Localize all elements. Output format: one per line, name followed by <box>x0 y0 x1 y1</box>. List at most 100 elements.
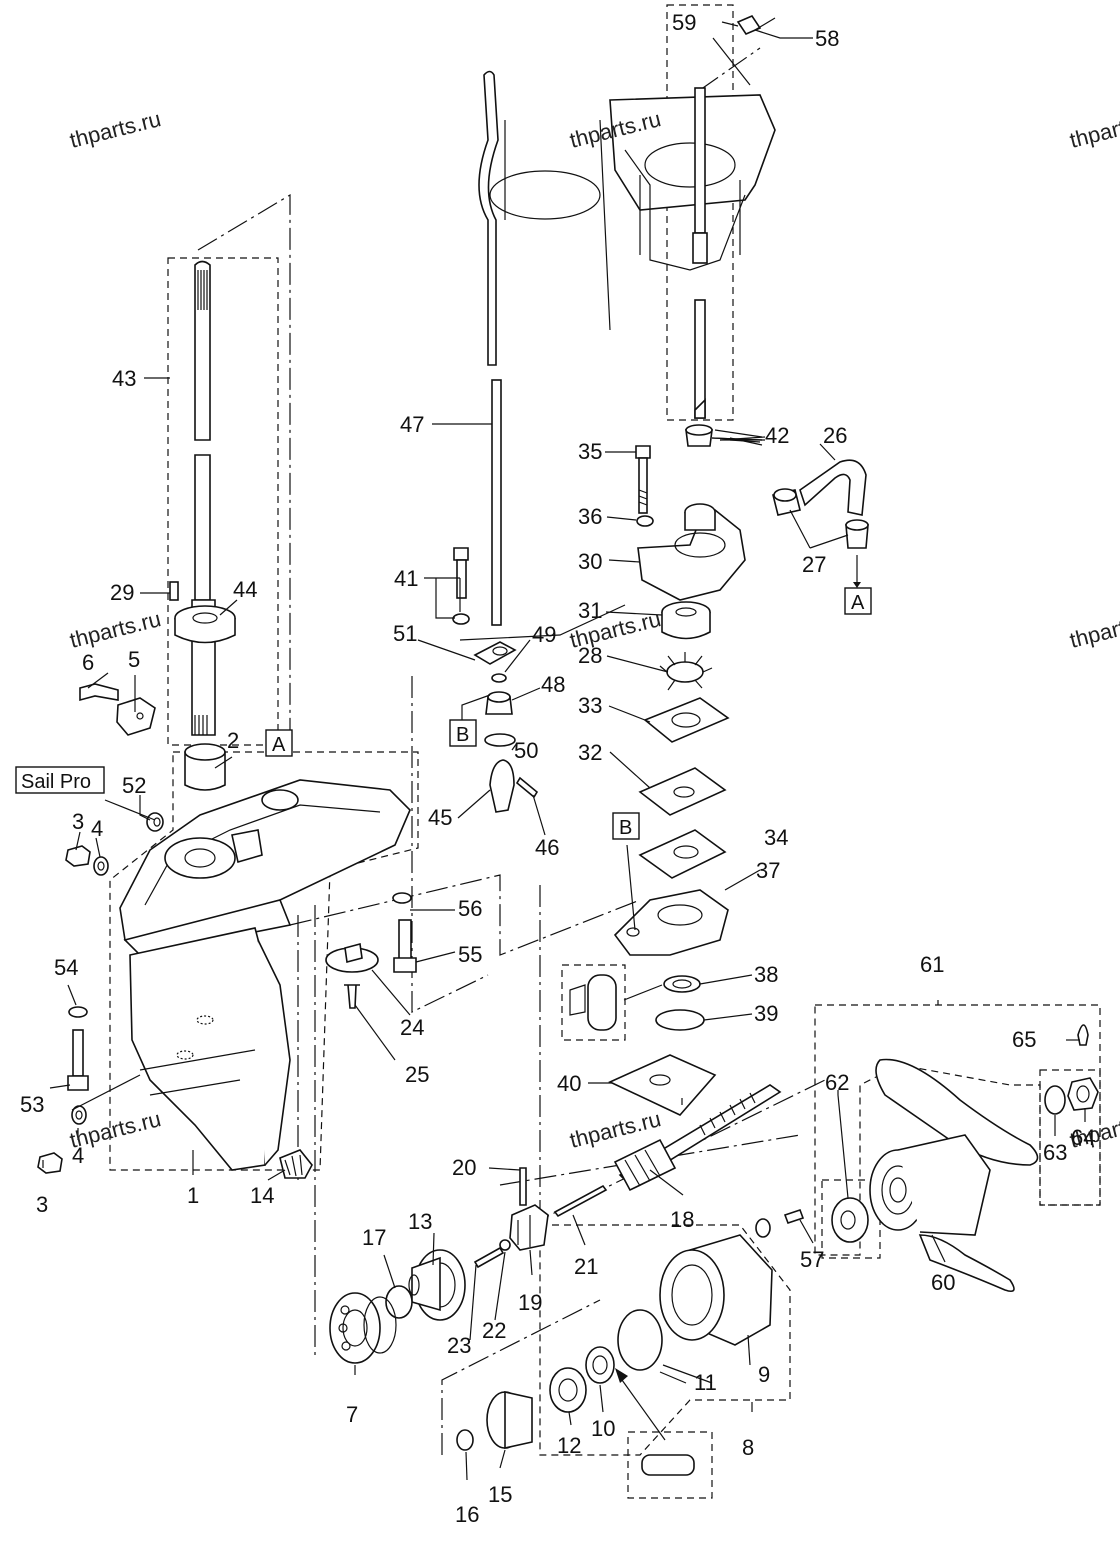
ref-a-right-badge: A <box>844 582 872 615</box>
hose-26 <box>799 459 867 516</box>
part-label-1: 1 <box>187 1183 199 1208</box>
part-label-11: 11 <box>694 1370 717 1395</box>
part-label-53: 53 <box>20 1092 44 1117</box>
part-label-27: 27 <box>802 552 826 577</box>
shift-rod-box <box>666 4 734 421</box>
cotter-pin-65 <box>1077 1024 1089 1046</box>
part-label-30: 30 <box>578 549 602 574</box>
part-label-24: 24 <box>400 1015 424 1040</box>
drain-plugs-3 <box>37 845 91 1174</box>
sail-pro-badge: Sail Pro <box>15 766 105 794</box>
part-label-59: 59 <box>672 10 696 35</box>
part-label-60: 60 <box>931 1270 955 1295</box>
watermark: thparts.ru <box>67 106 163 153</box>
part-label-19: 19 <box>518 1290 542 1315</box>
cam-45 <box>489 759 515 813</box>
part-label-7: 7 <box>346 1402 358 1427</box>
bolt-6-and-block-5 <box>79 683 156 736</box>
seal-detail-cylinders <box>569 974 663 1031</box>
part-label-17: 17 <box>362 1225 386 1250</box>
part-label-25: 25 <box>405 1062 429 1087</box>
impeller-28 <box>659 652 713 691</box>
part-label-29: 29 <box>110 580 134 605</box>
insert-37 <box>613 889 729 956</box>
gasket-34 <box>638 829 727 879</box>
part-label-46: 46 <box>535 835 559 860</box>
ref-b-right-badge: B <box>612 812 640 840</box>
pinion-gear-14 <box>279 1149 313 1179</box>
part-label-16: 16 <box>455 1502 479 1527</box>
washer-41b <box>452 613 470 625</box>
drive-shaft-group-box <box>167 257 279 746</box>
part-label-31: 31 <box>578 598 602 623</box>
screw-25 <box>344 984 360 1009</box>
part-label-14: 14 <box>250 1183 274 1208</box>
o-ring-50 <box>484 733 516 747</box>
o-ring-49 <box>491 673 507 683</box>
part-label-8: 8 <box>742 1435 754 1460</box>
seal-10 <box>585 1346 615 1384</box>
bearing-44 <box>174 605 236 644</box>
shim-17 <box>385 1285 413 1319</box>
part-label-3: 3 <box>72 809 84 834</box>
propeller-group-box <box>814 1004 1101 1256</box>
part-label-37: 37 <box>756 858 780 883</box>
bushing-2 <box>184 743 226 791</box>
part-label-52: 52 <box>122 773 146 798</box>
ref-b-left-badge: B <box>449 719 477 747</box>
part-label-56: 56 <box>458 896 482 921</box>
part-label-28: 28 <box>578 643 602 668</box>
reverse-gear-15 <box>486 1391 533 1449</box>
part-label-58: 58 <box>815 26 839 51</box>
part-label-65: 65 <box>1012 1027 1036 1052</box>
watermark: thparts.ru <box>1067 106 1120 153</box>
shift-rod-upper <box>692 87 708 419</box>
bearing-7 <box>329 1292 397 1364</box>
part-label-42: 42 <box>765 423 789 448</box>
seal-38 <box>663 975 701 993</box>
seal-detail-box-2 <box>627 1431 713 1499</box>
watermark: thparts.ru <box>67 606 163 653</box>
part-label-62: 62 <box>825 1070 849 1095</box>
bolt-53 <box>67 1029 89 1091</box>
part-label-43: 43 <box>112 366 136 391</box>
o-ring-11 <box>617 1309 663 1371</box>
shift-lever-24 <box>325 942 379 973</box>
pin-20 <box>519 1167 527 1206</box>
ref-a-top-badge: A <box>265 729 293 757</box>
spring-21 <box>553 1184 608 1218</box>
part-label-3: 3 <box>36 1192 48 1217</box>
part-label-63: 63 <box>1043 1140 1067 1165</box>
bolt-41 <box>453 547 469 599</box>
part-label-39: 39 <box>754 1001 778 1026</box>
part-label-50: 50 <box>514 738 538 763</box>
part-label-13: 13 <box>408 1209 432 1234</box>
seal-52 <box>146 812 164 832</box>
spacer-62 <box>831 1197 869 1243</box>
washer-57 <box>755 1208 805 1238</box>
part-label-61: 61 <box>920 952 944 977</box>
seal-detail-cylinders-2 <box>615 1368 695 1476</box>
svg-text:B: B <box>619 817 632 839</box>
gasket-33 <box>643 697 730 743</box>
spacer-box <box>821 1179 881 1259</box>
drive-shaft <box>191 260 216 736</box>
propeller-shaft-18 <box>613 1084 782 1192</box>
part-label-51: 51 <box>393 621 417 646</box>
part-label-21: 21 <box>574 1254 598 1279</box>
shift-rod-47 <box>478 70 502 626</box>
part-label-23: 23 <box>447 1333 471 1358</box>
bushing-48 <box>485 691 513 715</box>
housing-9 <box>659 1234 773 1346</box>
svg-text:A: A <box>851 592 865 614</box>
part-label-49: 49 <box>532 622 556 647</box>
washer-36 <box>636 515 654 527</box>
forward-gear-13 <box>408 1249 466 1321</box>
shim-16 <box>456 1429 474 1451</box>
pump-housing-30 <box>637 503 746 601</box>
ball-22 <box>499 1239 511 1251</box>
pin-29 <box>169 581 179 601</box>
seal-detail-box <box>561 964 626 1041</box>
part-label-5: 5 <box>128 647 140 672</box>
